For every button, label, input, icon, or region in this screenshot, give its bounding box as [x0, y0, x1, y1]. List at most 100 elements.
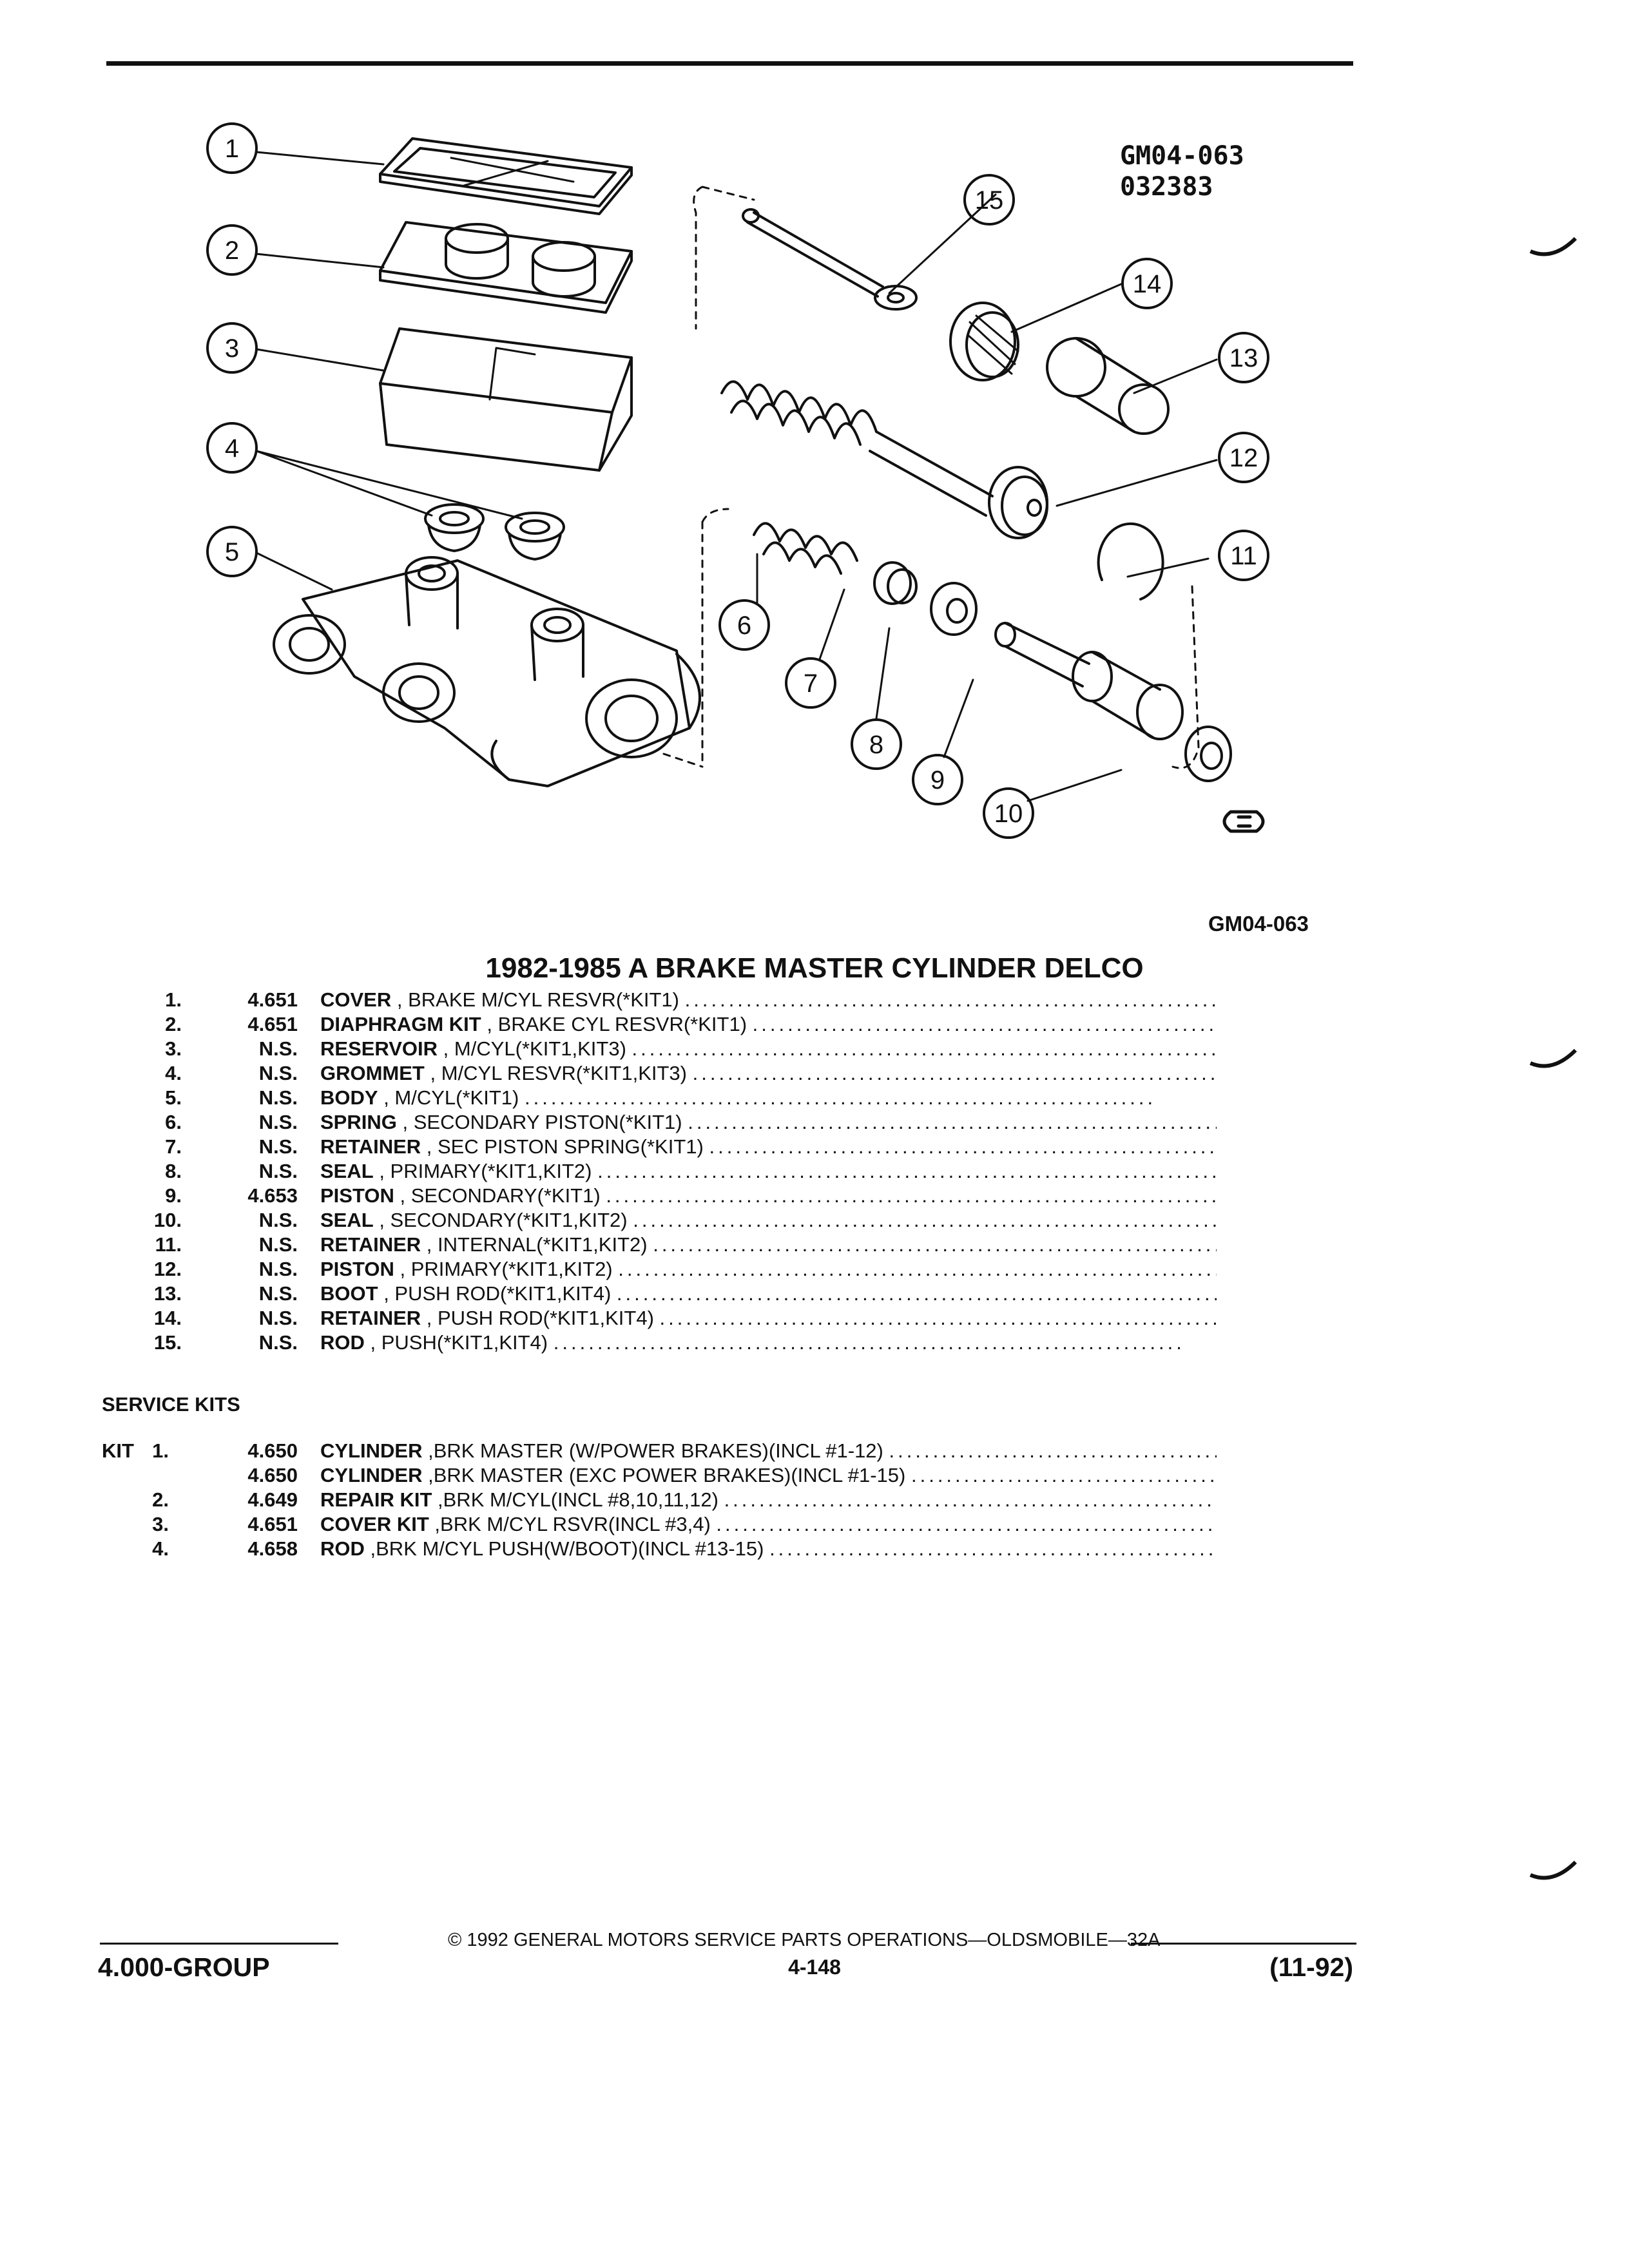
list-item: 5. N.S. BODY , M/CYL(*KIT1) ............… [0, 1086, 1629, 1110]
diaphragm-part [379, 221, 633, 314]
part-description: RESERVOIR , M/CYL(*KIT1,KIT3) ..........… [320, 1037, 1217, 1060]
part-index: 1. [165, 988, 182, 1011]
list-item: 6. N.S. SPRING , SECONDARY PISTON(*KIT1)… [0, 1110, 1629, 1134]
kit-catalog: 4.650 [247, 1464, 298, 1486]
part-detail: , M/CYL(*KIT1) [383, 1086, 519, 1109]
part-name: SPRING [320, 1111, 397, 1133]
callout-13: 13 [1229, 344, 1258, 372]
part-catalog: N.S. [258, 1331, 298, 1354]
binder-mark [1529, 1048, 1577, 1068]
part-index: 10. [153, 1209, 182, 1231]
callout-numbers: 1 2 3 4 5 6 7 8 9 10 11 12 13 14 15 [225, 135, 1258, 828]
part-description: SEAL , SECONDARY(*KIT1,KIT2) ...........… [320, 1209, 1217, 1231]
list-item: 3. N.S. RESERVOIR , M/CYL(*KIT1,KIT3) ..… [0, 1037, 1629, 1061]
list-item: 4.650 CYLINDER ,BRK MASTER (EXC POWER BR… [0, 1463, 1629, 1487]
group-label: 4.000-GROUP [98, 1952, 270, 1982]
gm-logo-mark [1222, 810, 1265, 833]
callout-14: 14 [1133, 270, 1162, 298]
part-detail: , M/CYL(*KIT1,KIT3) [443, 1037, 626, 1060]
callout-1: 1 [225, 135, 239, 163]
kit-detail: ,BRK M/CYL RSVR(INCL #3,4) [434, 1513, 711, 1535]
part-name: PISTON [320, 1258, 394, 1280]
list-item: 4. 4.658 ROD ,BRK M/CYL PUSH(W/BOOT)(INC… [0, 1537, 1629, 1561]
kit-index: 1. [152, 1439, 169, 1462]
kit-name: CYLINDER [320, 1439, 423, 1462]
kit-detail: ,BRK M/CYL(INCL #8,10,11,12) [438, 1488, 718, 1511]
callout-circles [206, 122, 1269, 839]
part-detail: , BRAKE CYL RESVR(*KIT1) [487, 1013, 747, 1035]
grommet-parts [424, 503, 565, 561]
part-catalog: N.S. [258, 1307, 298, 1329]
push-rod-part [742, 208, 918, 311]
part-name: BOOT [320, 1282, 378, 1305]
part-detail: , SEC PISTON SPRING(*KIT1) [426, 1135, 704, 1158]
callout-12: 12 [1229, 444, 1258, 472]
list-item: 12. N.S. PISTON , PRIMARY(*KIT1,KIT2) ..… [0, 1257, 1629, 1281]
page-number: 4-148 [788, 1956, 841, 1979]
secondary-piston-part [994, 622, 1184, 740]
callout-9: 9 [930, 766, 945, 794]
kit-index: 2. [152, 1488, 169, 1511]
part-catalog: N.S. [258, 1282, 298, 1305]
kit-description: REPAIR KIT ,BRK M/CYL(INCL #8,10,11,12) … [320, 1488, 1217, 1511]
kit-description: CYLINDER ,BRK MASTER (W/POWER BRAKES)(IN… [320, 1439, 1217, 1462]
kit-name: COVER KIT [320, 1513, 429, 1535]
part-catalog: N.S. [258, 1086, 298, 1109]
part-catalog: N.S. [258, 1160, 298, 1182]
list-item: 2. 4.651 DIAPHRAGM KIT , BRAKE CYL RESVR… [0, 1012, 1629, 1036]
leader-lines [255, 151, 1218, 802]
kit-name: ROD [320, 1537, 365, 1560]
kit-name: CYLINDER [320, 1464, 423, 1486]
kit-catalog: 4.651 [247, 1513, 298, 1535]
list-item: 1. 4.651 COVER , BRAKE M/CYL RESVR(*KIT1… [0, 988, 1629, 1012]
exploded-parts-diagram: 1 2 3 4 5 6 7 8 9 10 11 12 13 14 15 [206, 122, 1269, 839]
part-name: DIAPHRAGM KIT [320, 1013, 481, 1035]
part-description: GROMMET , M/CYL RESVR(*KIT1,KIT3) ......… [320, 1062, 1217, 1084]
footer-copyright-line: © 1992 GENERAL MOTORS SERVICE PARTS OPER… [100, 1930, 1356, 1956]
part-catalog: N.S. [258, 1258, 298, 1280]
part-catalog: N.S. [258, 1135, 298, 1158]
secondary-seal-part [1184, 726, 1232, 782]
part-description: COVER , BRAKE M/CYL RESVR(*KIT1) .......… [320, 988, 1217, 1011]
top-rule [106, 61, 1353, 66]
part-name: ROD [320, 1331, 365, 1354]
part-name: RETAINER [320, 1307, 421, 1329]
part-name: GROMMET [320, 1062, 425, 1084]
list-item: 7. N.S. RETAINER , SEC PISTON SPRING(*KI… [0, 1135, 1629, 1158]
part-detail: , PUSH ROD(*KIT1,KIT4) [383, 1282, 612, 1305]
part-index: 3. [165, 1037, 182, 1060]
secondary-spring-part [753, 522, 858, 575]
list-item: 9. 4.653 PISTON , SECONDARY(*KIT1) .....… [0, 1184, 1629, 1207]
part-catalog: N.S. [258, 1209, 298, 1231]
part-index: 14. [153, 1307, 182, 1329]
part-detail: , BRAKE M/CYL RESVR(*KIT1) [396, 988, 679, 1011]
list-item: 8. N.S. SEAL , PRIMARY(*KIT1,KIT2) .....… [0, 1159, 1629, 1183]
part-description: DIAPHRAGM KIT , BRAKE CYL RESVR(*KIT1) .… [320, 1013, 1217, 1035]
list-item: 11. N.S. RETAINER , INTERNAL(*KIT1,KIT2)… [0, 1233, 1629, 1256]
part-catalog: 4.651 [247, 988, 298, 1011]
part-index: 7. [165, 1135, 182, 1158]
page-title: 1982-1985 A BRAKE MASTER CYLINDER DELCO [485, 952, 1144, 984]
part-description: SPRING , SECONDARY PISTON(*KIT1) .......… [320, 1111, 1217, 1133]
part-name: RETAINER [320, 1233, 421, 1256]
kit-catalog: 4.658 [247, 1537, 298, 1560]
part-index: 6. [165, 1111, 182, 1133]
list-item: 3. 4.651 COVER KIT ,BRK M/CYL RSVR(INCL … [0, 1512, 1629, 1536]
diagram-code-line2: 032383 [1120, 172, 1213, 202]
list-item: 10. N.S. SEAL , SECONDARY(*KIT1,KIT2) ..… [0, 1208, 1629, 1232]
kit-catalog: 4.649 [247, 1488, 298, 1511]
kit-description: ROD ,BRK M/CYL PUSH(W/BOOT)(INCL #13-15)… [320, 1537, 1217, 1560]
primary-seal-part [930, 582, 978, 636]
push-rod-retainer-part [949, 302, 1019, 381]
part-description: RETAINER , PUSH ROD(*KIT1,KIT4) ........… [320, 1307, 1217, 1329]
service-kits-heading: SERVICE KITS [102, 1393, 240, 1416]
part-index: 11. [155, 1233, 182, 1256]
part-name: RETAINER [320, 1135, 421, 1158]
diagram-code: GM04-063 032383 [1120, 140, 1244, 202]
reservoir-part [379, 327, 633, 472]
binder-mark [1529, 236, 1577, 256]
kit-index: 3. [152, 1513, 169, 1535]
cover-part [379, 137, 633, 215]
list-item: 14. N.S. RETAINER , PUSH ROD(*KIT1,KIT4)… [0, 1306, 1629, 1330]
callout-4: 4 [225, 434, 239, 463]
